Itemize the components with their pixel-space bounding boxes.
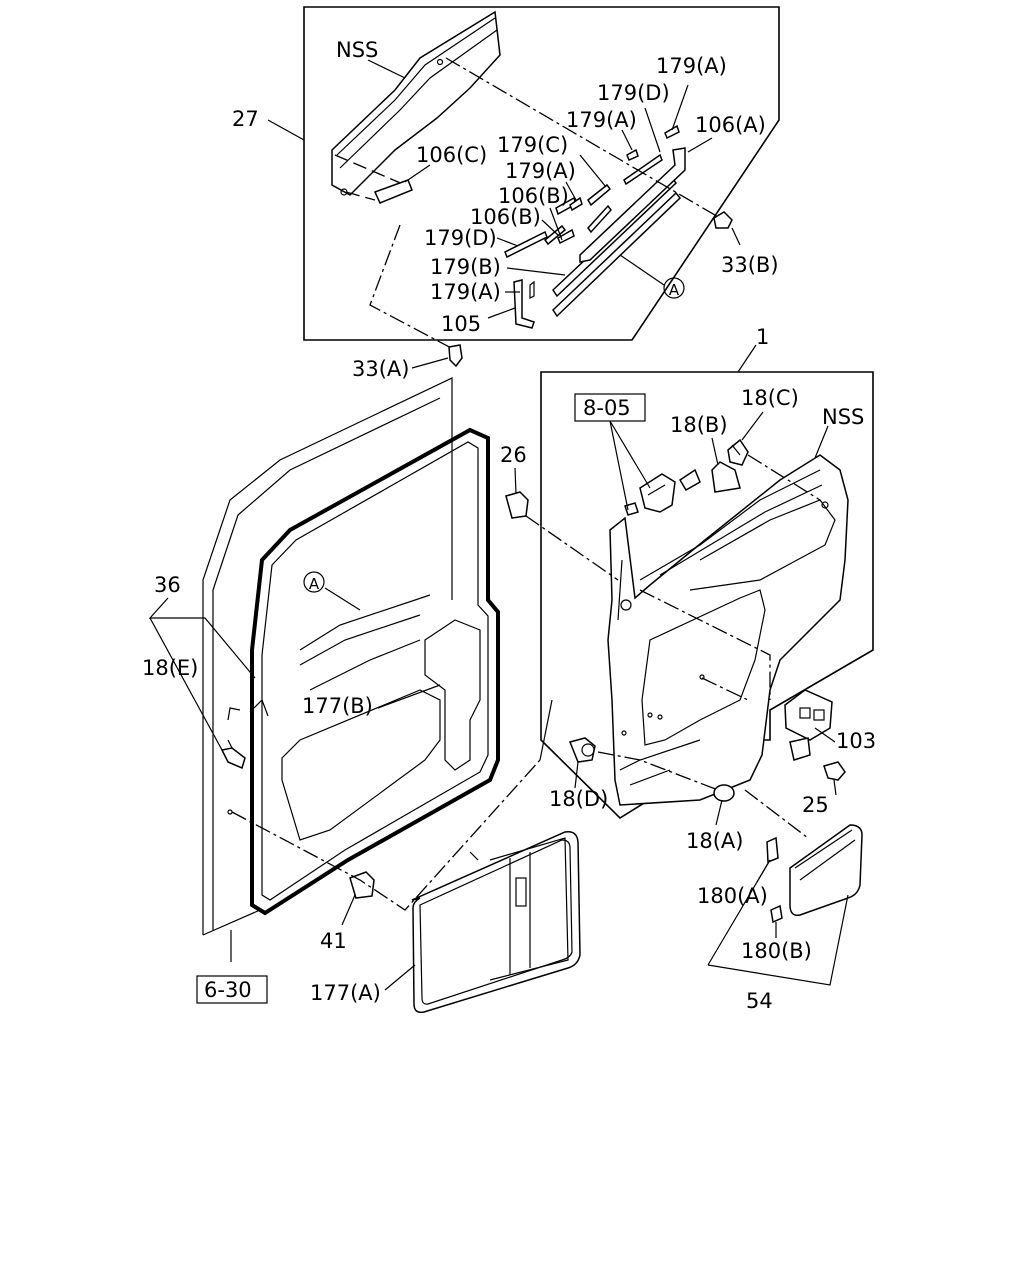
door-outer-panel: [202, 377, 453, 936]
nss-trim-strip-top: [331, 10, 501, 196]
label-27: 27: [232, 107, 259, 131]
leaders-top: [267, 59, 741, 369]
part-180a: [766, 836, 779, 864]
label-180a: 180(A): [697, 884, 768, 908]
label-179a-4: 179(A): [430, 280, 501, 304]
label-18b: 18(B): [670, 413, 728, 437]
label-18e: 18(E): [142, 656, 198, 680]
part-18c: [727, 438, 749, 466]
label-179a-3: 179(A): [505, 159, 576, 183]
part-180b: [770, 904, 783, 924]
label-18d: 18(D): [549, 787, 608, 811]
label-54: 54: [746, 989, 773, 1013]
part-33b: [713, 211, 733, 229]
inset-box-1: [540, 371, 874, 820]
label-18a: 18(A): [686, 829, 743, 853]
label-106b-2: 106(B): [470, 205, 541, 229]
label-105: 105: [441, 312, 481, 336]
part-18b: [711, 461, 741, 493]
label-nss-right: NSS: [822, 405, 864, 429]
part-26: [505, 491, 529, 519]
label-106a: 106(A): [695, 113, 766, 137]
labels: NSS 27 179(A) 179(D) 179(A) 106(A) 179(C…: [142, 38, 876, 1013]
leaders-left: [148, 597, 553, 962]
label-nss-top: NSS: [336, 38, 378, 62]
part-106c: [373, 179, 413, 204]
label-179d-2: 179(D): [424, 226, 497, 250]
label-180b: 180(B): [741, 939, 812, 963]
label-26: 26: [500, 443, 527, 467]
ref-box-6-30: [196, 975, 268, 1004]
label-179d-1: 179(D): [597, 81, 670, 105]
label-106b-1: 106(B): [498, 184, 569, 208]
label-179a-1: 179(A): [656, 54, 727, 78]
callout-a-door: A: [303, 571, 361, 611]
inset-box-27: [303, 6, 780, 341]
label-33b: 33(B): [721, 253, 779, 277]
label-41: 41: [320, 929, 347, 953]
part-18e: [220, 739, 246, 770]
part-105: [513, 279, 535, 329]
part-33a: [448, 344, 463, 368]
part-18a: [713, 784, 735, 802]
label-1: 1: [756, 325, 769, 349]
part-103: [784, 689, 833, 761]
label-179c: 179(C): [497, 133, 568, 157]
leaders-right: [514, 344, 849, 986]
part-25: [823, 761, 846, 781]
label-177a: 177(A): [310, 981, 381, 1005]
label-25: 25: [802, 793, 829, 817]
svg-text:A: A: [669, 281, 680, 299]
label-106c: 106(C): [416, 143, 487, 167]
svg-text:A: A: [309, 575, 320, 593]
label-179b: 179(B): [430, 255, 501, 279]
label-36: 36: [154, 573, 181, 597]
part-54-armrest: [789, 824, 863, 917]
label-8-05: 8-05: [583, 396, 631, 420]
label-103: 103: [836, 729, 876, 753]
part-8-05-handle: [624, 468, 701, 516]
ref-box-8-05: [574, 393, 651, 511]
part-177a: [411, 830, 581, 1014]
part-18d: [568, 737, 596, 763]
label-179a-2: 179(A): [566, 108, 637, 132]
label-33a: 33(A): [352, 357, 409, 381]
label-6-30: 6-30: [204, 978, 252, 1002]
door-trim-panel: [607, 454, 849, 806]
molding-strips: [504, 124, 686, 318]
label-177b: 177(B): [302, 694, 373, 718]
label-18c: 18(C): [741, 386, 799, 410]
door-weatherstrip: [250, 427, 500, 916]
callout-a-top: A: [663, 277, 685, 299]
